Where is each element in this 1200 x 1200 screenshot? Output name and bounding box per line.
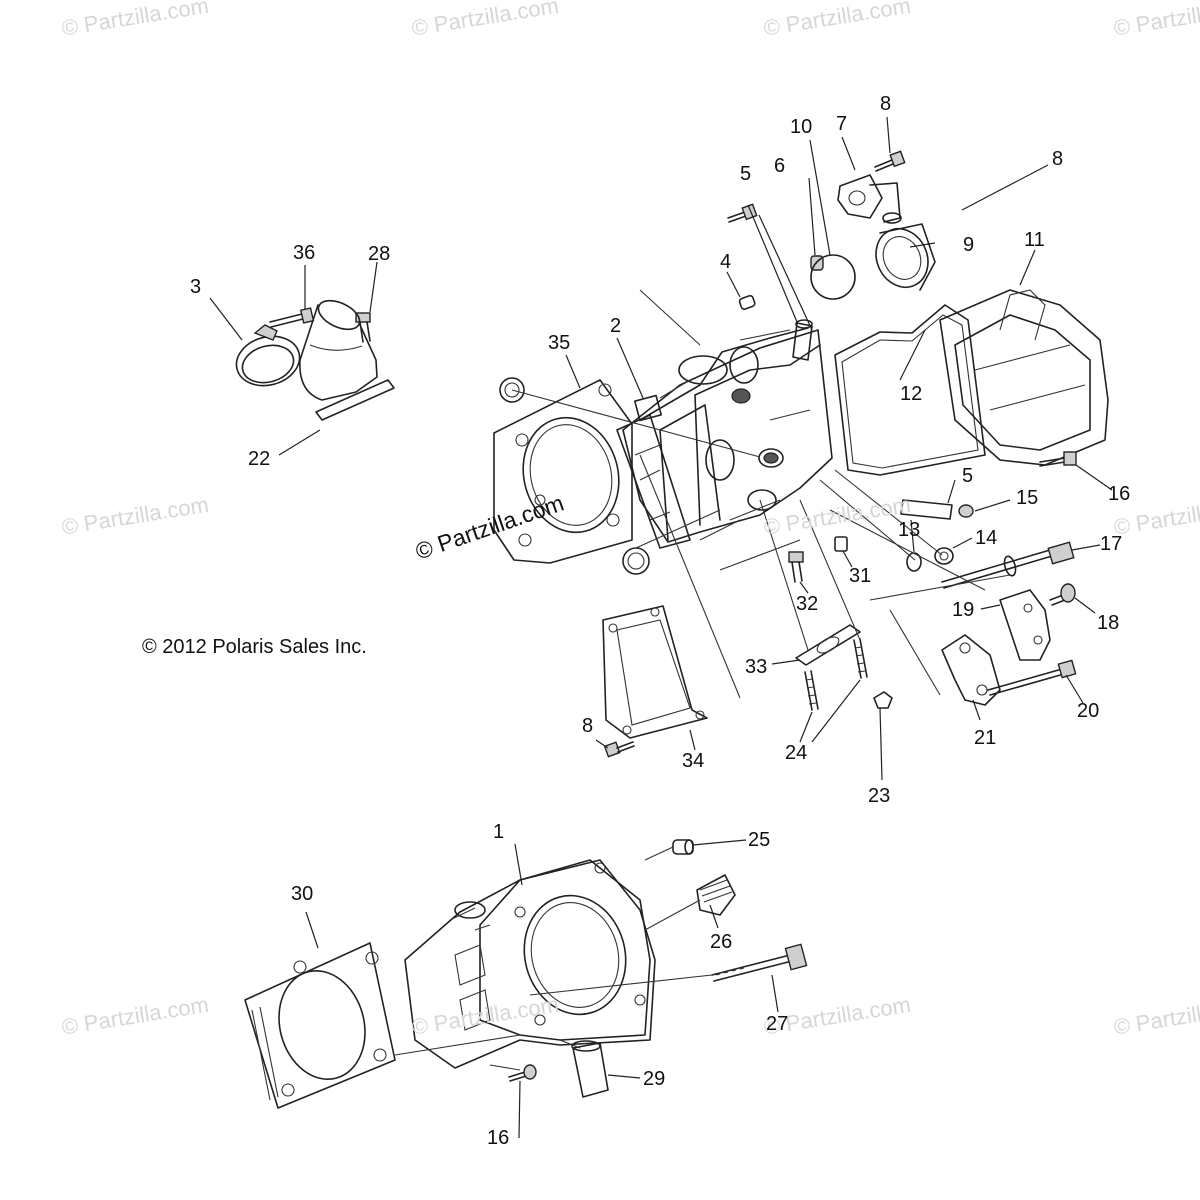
part-long-bolt-27[interactable] [711, 943, 808, 982]
part-valve-cover-11[interactable] [939, 289, 1109, 466]
callout-23[interactable]: 23 [868, 785, 891, 807]
copyright-notice: © 2012 Polaris Sales Inc. [142, 636, 367, 658]
part-housing-9[interactable] [867, 220, 938, 296]
callout-3[interactable]: 3 [190, 276, 202, 298]
callout-35[interactable]: 35 [548, 332, 571, 354]
callout-13[interactable]: 13 [898, 519, 921, 541]
callout-1[interactable]: 1 [493, 821, 505, 843]
alignment-lines [394, 289, 1011, 1071]
callout-6[interactable]: 6 [774, 155, 786, 177]
callout-16-lower[interactable]: 16 [487, 1127, 510, 1149]
callout-26[interactable]: 26 [710, 931, 733, 953]
part-base-gasket-30[interactable] [244, 942, 396, 1109]
part-gasket-side[interactable] [616, 414, 691, 549]
callout-10[interactable]: 10 [790, 116, 813, 138]
part-gasket-10[interactable] [810, 254, 856, 300]
callout-8-right[interactable]: 8 [1052, 148, 1064, 170]
callout-16-upper[interactable]: 16 [1108, 483, 1131, 505]
part-dowel-4[interactable] [738, 294, 756, 310]
part-screw-16-upper[interactable] [1039, 451, 1077, 467]
part-valve-cover-gasket-12[interactable] [834, 304, 986, 476]
part-stud-24-left[interactable] [804, 670, 819, 711]
part-intake-boot[interactable] [299, 295, 395, 421]
callout-7[interactable]: 7 [836, 113, 848, 135]
callout-30[interactable]: 30 [291, 883, 314, 905]
part-bracket-19[interactable] [999, 589, 1051, 661]
callout-20[interactable]: 20 [1077, 700, 1100, 722]
callout-32[interactable]: 32 [796, 593, 819, 615]
part-elbow-fitting-7[interactable] [837, 174, 902, 224]
callout-21[interactable]: 21 [974, 727, 997, 749]
callout-17[interactable]: 17 [1100, 533, 1123, 555]
callout-2[interactable]: 2 [610, 315, 622, 337]
part-sleeve-29[interactable] [571, 1040, 609, 1098]
part-tube-5-lower[interactable] [900, 499, 953, 520]
callout-33[interactable]: 33 [745, 656, 768, 678]
part-gasket-33[interactable] [795, 624, 861, 666]
callout-24[interactable]: 24 [785, 742, 808, 764]
part-screw-8-upper[interactable] [874, 150, 906, 172]
part-nut-23[interactable] [873, 691, 893, 709]
callout-8-top[interactable]: 8 [880, 93, 892, 115]
part-oring-lower[interactable] [622, 547, 650, 575]
callout-31[interactable]: 31 [849, 565, 872, 587]
part-head-gasket-35[interactable] [493, 379, 633, 564]
part-nut-14[interactable] [934, 547, 954, 565]
part-bolt-20[interactable] [987, 659, 1077, 696]
leader-lines [209, 116, 1113, 1139]
callout-4[interactable]: 4 [720, 251, 732, 273]
part-stud-24-right[interactable] [853, 638, 868, 679]
part-screw-16-lower[interactable] [508, 1064, 537, 1082]
callout-36[interactable]: 36 [293, 242, 316, 264]
callout-9[interactable]: 9 [963, 234, 975, 256]
callout-8-lower[interactable]: 8 [582, 715, 594, 737]
part-screw-8-lower[interactable] [603, 741, 635, 758]
callout-18[interactable]: 18 [1097, 612, 1120, 634]
part-cylinder-1[interactable] [404, 859, 656, 1069]
callout-25[interactable]: 25 [748, 829, 771, 851]
part-screw-18[interactable] [1049, 583, 1076, 606]
part-clamp-screw[interactable] [269, 307, 315, 328]
callout-14[interactable]: 14 [975, 527, 998, 549]
callout-15[interactable]: 15 [1016, 487, 1039, 509]
part-dowel-25[interactable] [672, 839, 694, 855]
part-tube-5-upper[interactable] [792, 319, 813, 361]
callout-22[interactable]: 22 [248, 448, 271, 470]
part-cap-15[interactable] [958, 504, 974, 518]
part-long-bolt-17[interactable] [941, 541, 1075, 589]
callout-28[interactable]: 28 [368, 243, 391, 265]
callout-11[interactable]: 11 [1024, 229, 1045, 251]
callout-29[interactable]: 29 [643, 1068, 666, 1090]
callout-5-lower[interactable]: 5 [962, 465, 974, 487]
callout-5-upper[interactable]: 5 [740, 163, 752, 185]
callout-27[interactable]: 27 [766, 1013, 789, 1035]
part-screw-8-right[interactable] [727, 203, 758, 223]
callout-19[interactable]: 19 [952, 599, 975, 621]
part-fitting-26[interactable] [696, 874, 736, 916]
callout-34[interactable]: 34 [682, 750, 705, 772]
callout-12[interactable]: 12 [900, 383, 923, 405]
part-bracket-21[interactable] [941, 634, 1001, 706]
part-cover-plate-34[interactable] [602, 605, 708, 739]
part-bolt-32[interactable] [788, 551, 804, 583]
part-sleeve-31[interactable] [834, 536, 848, 552]
part-oring-upper[interactable] [499, 377, 525, 403]
part-hose-clamp[interactable] [231, 324, 305, 392]
